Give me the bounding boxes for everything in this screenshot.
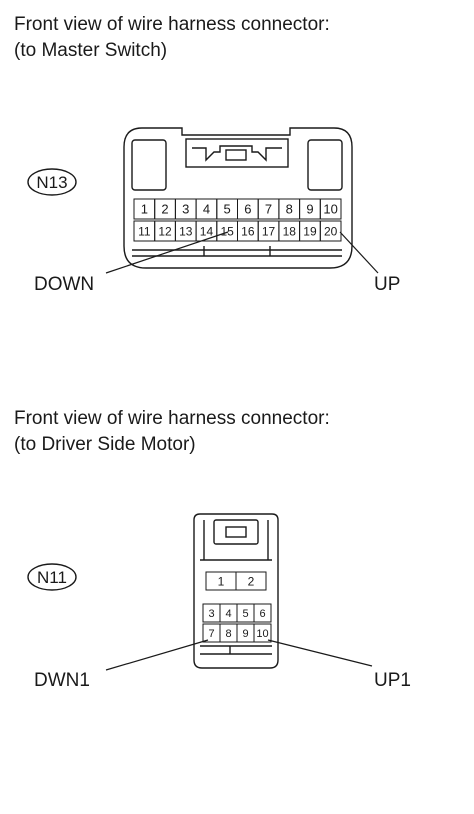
connector-id-label: N11 <box>37 568 67 587</box>
connector-n13-latch <box>185 138 289 168</box>
pin-number: 1 <box>218 574 225 588</box>
connector-n13-latch-detail <box>192 145 282 162</box>
pin-cell <box>253 603 272 623</box>
pin-number: 13 <box>179 224 193 238</box>
pin-number: 11 <box>138 224 151 238</box>
connector-n11-body <box>193 513 279 669</box>
pin-number: 10 <box>323 202 337 217</box>
callout-up-label: UP <box>374 274 400 295</box>
pin-cell <box>253 623 272 643</box>
heading-line-1: Front view of wire harness connector: <box>14 14 330 35</box>
pin-number: 3 <box>208 608 214 620</box>
pin-number: 8 <box>286 202 293 217</box>
callout-dwn1-label: DWN1 <box>34 670 90 691</box>
pin-number: 8 <box>225 628 231 640</box>
callout-down-label: DOWN <box>34 274 94 295</box>
connector-n11-latch <box>213 519 259 545</box>
heading-line-2: (to Master Switch) <box>14 40 168 61</box>
pin-number: 15 <box>220 224 234 238</box>
connector-id-badge: N13 <box>27 168 77 196</box>
pin-number: 2 <box>161 202 168 217</box>
connector-n13-guide-right <box>307 139 343 191</box>
callout-leader-down <box>105 231 229 274</box>
connector-n13-body <box>123 127 353 269</box>
connector-id-label: N13 <box>36 173 67 192</box>
driver-motor-heading: Front view of wire harness connector: (t… <box>14 406 330 458</box>
pin-number: 5 <box>224 202 231 217</box>
callout-leader-dwn1 <box>105 639 209 671</box>
pin-number: 14 <box>200 224 214 238</box>
pin-number: 1 <box>141 202 148 217</box>
pin-number: 6 <box>244 202 251 217</box>
callout-up1-label: UP1 <box>374 670 411 691</box>
heading-line-1: Front view of wire harness connector: <box>14 408 330 429</box>
callout-leader-up <box>339 231 379 274</box>
callout-leader-up1 <box>267 639 373 667</box>
pin-number: 16 <box>241 224 255 238</box>
connector-n11 <box>193 513 279 669</box>
pin-number: 7 <box>208 628 214 640</box>
pin-cell <box>235 571 267 591</box>
pin-number: 17 <box>262 224 276 238</box>
connector-n13 <box>123 127 353 269</box>
pin-number: 2 <box>248 574 255 588</box>
pin-number: 7 <box>265 202 272 217</box>
pin-number: 9 <box>242 628 248 640</box>
pin-cell <box>319 198 342 220</box>
master-switch-heading: Front view of wire harness connector: (t… <box>14 12 330 64</box>
pin-number: 18 <box>283 224 297 238</box>
pin-number: 12 <box>158 224 172 238</box>
pin-number: 5 <box>242 608 248 620</box>
pin-number: 20 <box>324 224 338 238</box>
pin-number: 3 <box>182 202 189 217</box>
pin-number: 6 <box>259 608 265 620</box>
pin-number: 19 <box>303 224 317 238</box>
pin-number: 9 <box>306 202 313 217</box>
connector-id-badge: N11 <box>27 563 77 591</box>
pin-number: 10 <box>256 628 268 640</box>
pin-number: 4 <box>203 202 210 217</box>
pin-number: 4 <box>225 608 231 620</box>
heading-line-2: (to Driver Side Motor) <box>14 434 196 455</box>
pin-cell <box>319 220 342 242</box>
connector-n13-guide-left <box>131 139 167 191</box>
